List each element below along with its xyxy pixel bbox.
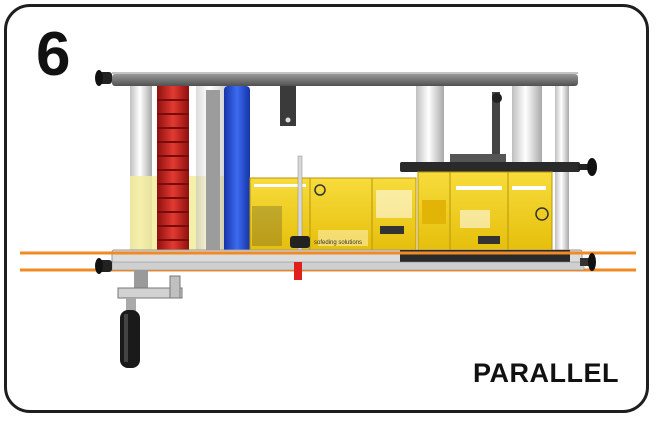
top-plate <box>112 72 578 86</box>
weight-box-small-label: sofeding solutions <box>314 240 362 246</box>
right-column-4 <box>555 86 569 266</box>
right-column-3 <box>512 86 542 166</box>
bottom-right-knob <box>580 253 596 271</box>
weight-box-6 <box>507 171 553 251</box>
top-left-knob <box>95 70 112 86</box>
blue-rod <box>224 86 250 264</box>
red-spring <box>157 86 189 262</box>
base-plate <box>111 261 585 271</box>
grey-spacer-block <box>206 90 220 254</box>
layout-caption: PARALLEL <box>473 358 619 388</box>
weight-box-5 <box>449 171 509 251</box>
top-right-knob <box>492 93 502 103</box>
bottom-left-knob <box>95 258 112 274</box>
right-column-2 <box>492 92 500 156</box>
hanging-bracket <box>280 86 296 126</box>
weight-box-2 <box>309 177 373 251</box>
red-marker <box>294 262 302 280</box>
step-number: 6 <box>36 20 71 89</box>
clamp-lever <box>117 270 183 368</box>
weight-box-3 <box>371 177 417 251</box>
pressure-plate <box>400 154 597 176</box>
right-column-1 <box>416 86 444 166</box>
weight-box-4 <box>417 171 451 251</box>
